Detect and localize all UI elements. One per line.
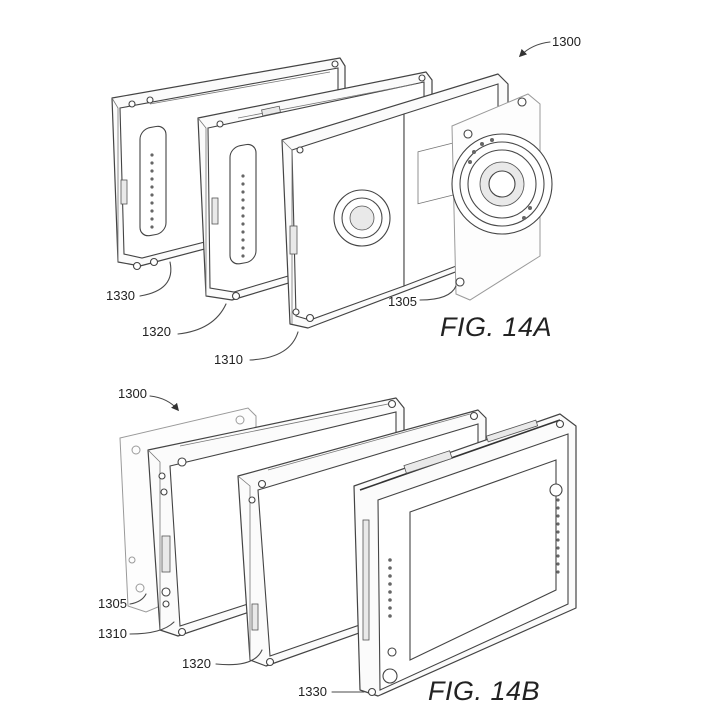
ref-label-1320: 1320 (142, 324, 171, 339)
reference-1320-14a: 1320 (142, 303, 227, 339)
ref-label-1305-b: 1305 (98, 596, 127, 611)
ref-label-1320-b: 1320 (182, 656, 211, 671)
figure-caption-14b: FIG. 14B (428, 676, 540, 706)
ref-label-1300: 1300 (552, 34, 581, 49)
reference-1310-14b: 1310 (98, 621, 175, 641)
ref-label-1330-b: 1330 (298, 684, 327, 699)
reference-1300-14a: 1300 (518, 34, 581, 58)
reference-1320-14b: 1320 (182, 649, 263, 671)
ref-label-1300-b: 1300 (118, 386, 147, 401)
reference-1300-14b: 1300 (118, 386, 179, 412)
ref-label-1310: 1310 (214, 352, 243, 367)
reference-1305-14b: 1305 (98, 593, 147, 611)
figure-caption-14a: FIG. 14A (440, 312, 552, 342)
reference-1330-14a: 1330 (106, 261, 172, 303)
reference-1305-14a: 1305 (388, 285, 457, 309)
ref-label-1330: 1330 (106, 288, 135, 303)
module-rear-disc (333, 189, 391, 247)
camera-module-1305-drawing (451, 93, 553, 301)
reference-1330-14b: 1330 (298, 684, 365, 699)
figure-14a: 1300 1330 1320 1310 1305 FIG. 14A (106, 34, 581, 367)
reference-1310-14a: 1310 (214, 331, 299, 367)
ref-label-1310-b: 1310 (98, 626, 127, 641)
ref-label-1305: 1305 (388, 294, 417, 309)
figure-14b: 1300 1305 1310 1320 1330 FIG. 14B (98, 386, 577, 706)
phone-module-1330-drawing (353, 413, 577, 697)
